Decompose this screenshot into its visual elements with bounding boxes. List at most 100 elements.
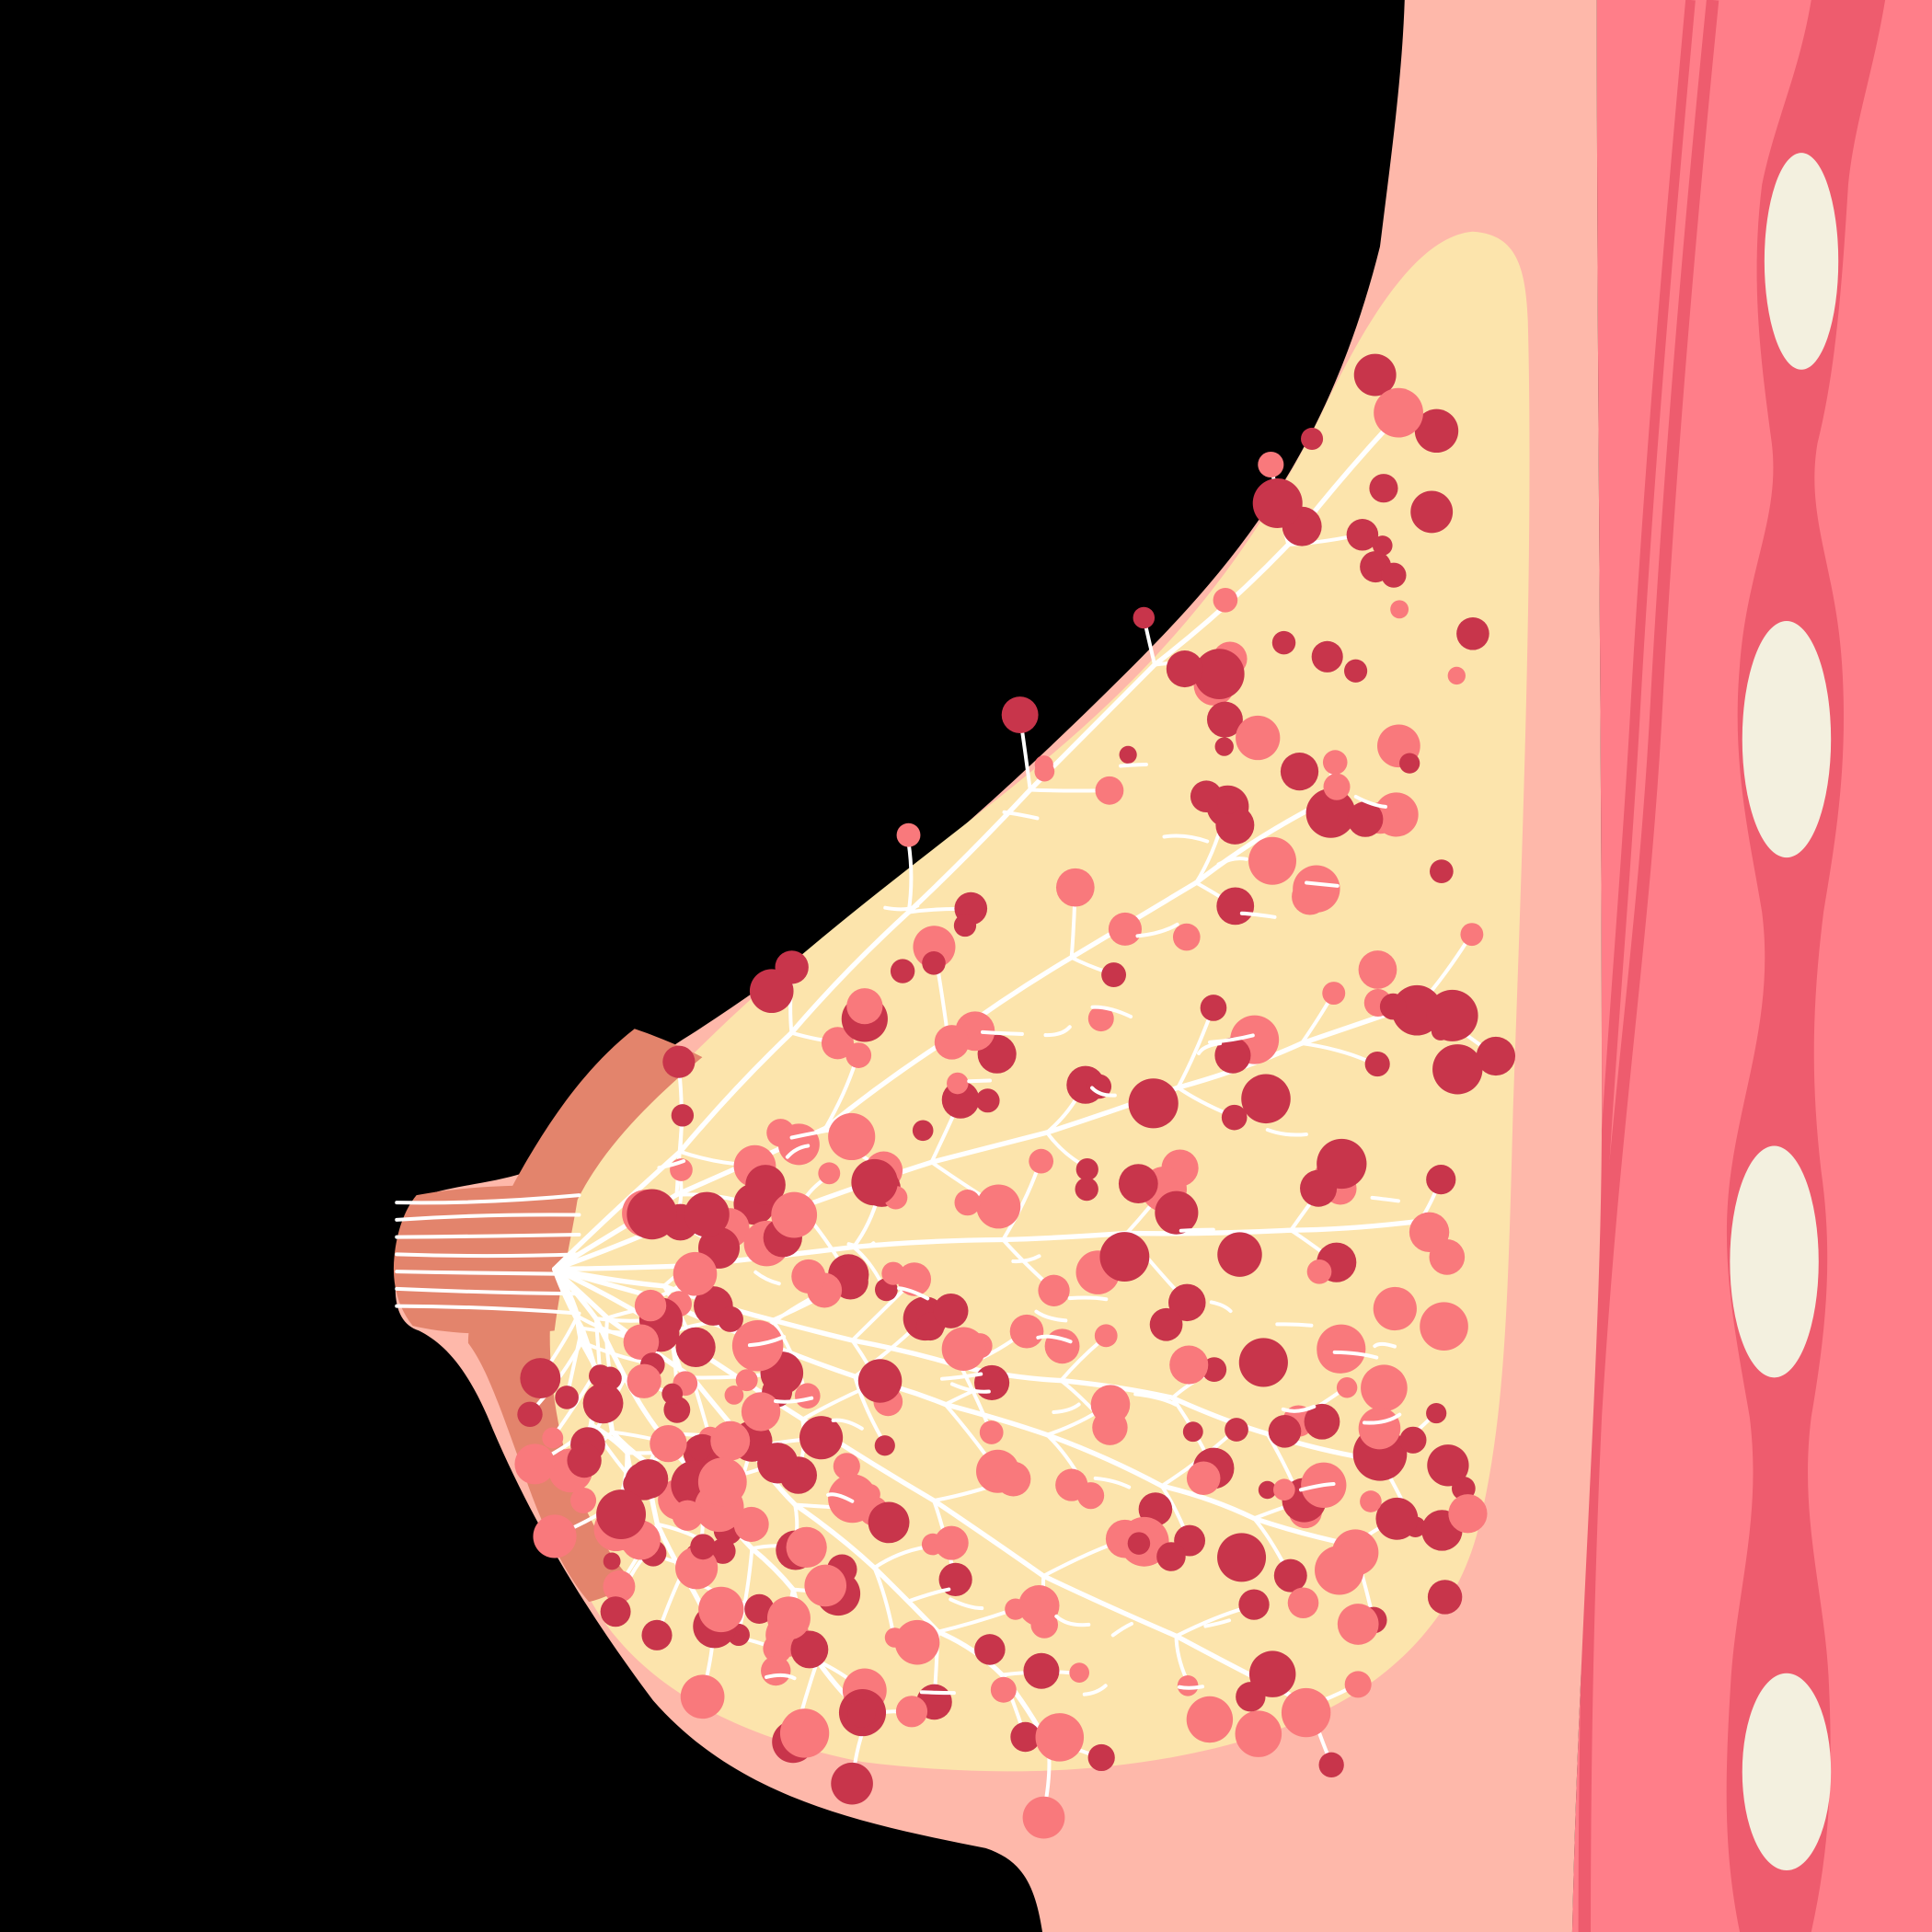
lobule xyxy=(1094,1324,1118,1348)
lobule xyxy=(1075,1177,1098,1202)
lobule xyxy=(1186,1461,1221,1496)
rib-4 xyxy=(1742,1673,1832,1871)
lobule xyxy=(1101,962,1127,988)
lobule xyxy=(1460,923,1484,947)
duct-twig xyxy=(657,1159,686,1170)
lobule xyxy=(833,1453,860,1480)
lobule xyxy=(1216,790,1241,814)
lobule xyxy=(641,1619,673,1650)
lobule xyxy=(857,1359,903,1403)
lobule xyxy=(627,1189,678,1240)
lobule xyxy=(786,1526,827,1569)
lobule xyxy=(745,1165,786,1205)
lobule xyxy=(1216,887,1255,926)
duct-segment xyxy=(593,1316,628,1380)
duct-twig xyxy=(919,1690,956,1696)
lobule xyxy=(1315,1546,1364,1595)
lobule xyxy=(555,1386,579,1409)
duct-twig xyxy=(1090,1086,1117,1098)
lobule xyxy=(662,1045,696,1078)
pectoral-muscle xyxy=(1571,0,1932,1932)
duct-twig xyxy=(1002,810,1040,821)
lobule xyxy=(794,1383,821,1409)
duct-branch xyxy=(674,1121,684,1197)
lobule xyxy=(881,1261,905,1285)
lobule xyxy=(680,1674,725,1719)
lobule xyxy=(1010,1721,1041,1753)
lobule xyxy=(1476,1036,1516,1076)
lobule xyxy=(1323,773,1351,800)
lobule xyxy=(974,1364,1010,1401)
lobule xyxy=(1238,1338,1288,1387)
lobule xyxy=(744,1593,775,1625)
lobule xyxy=(1427,1444,1469,1487)
lobule xyxy=(851,1158,898,1206)
duct-twig xyxy=(1110,1621,1133,1638)
lobule xyxy=(1344,1671,1372,1698)
duct-twig xyxy=(1090,1005,1133,1019)
lobule xyxy=(995,1461,1031,1497)
duct-twig xyxy=(1177,1685,1205,1690)
lobule xyxy=(1281,1687,1331,1738)
lobule xyxy=(1215,805,1255,845)
nipple-duct-lines xyxy=(395,1193,581,1316)
lobule xyxy=(1075,1157,1098,1181)
lobule xyxy=(634,1289,667,1322)
duct-twig xyxy=(905,1587,951,1604)
lobule xyxy=(596,1489,647,1540)
lobule xyxy=(1271,630,1296,655)
lobule xyxy=(1166,650,1203,688)
lobule xyxy=(1090,1385,1131,1424)
lobule xyxy=(771,1191,818,1238)
lobule xyxy=(1347,801,1384,837)
lobule xyxy=(735,1369,758,1392)
rib-3 xyxy=(1730,1145,1819,1378)
lobule xyxy=(761,1655,791,1686)
lobule xyxy=(1432,1044,1483,1095)
lobule xyxy=(1372,535,1393,556)
duct-twig xyxy=(846,1241,876,1248)
lobule xyxy=(673,1251,718,1296)
lobule xyxy=(1128,1078,1179,1129)
duct-branch xyxy=(823,1060,857,1131)
lobule xyxy=(1241,1074,1291,1124)
lobule xyxy=(623,1324,660,1361)
lobule xyxy=(766,1596,811,1640)
lobule xyxy=(846,988,883,1025)
duct-twig xyxy=(826,1492,855,1503)
duct-segment xyxy=(788,909,912,1036)
lobule xyxy=(1133,606,1156,629)
duct-branch xyxy=(1174,1634,1189,1681)
lobule xyxy=(628,1459,669,1500)
lobule xyxy=(1318,1752,1344,1777)
lobule xyxy=(1087,1074,1112,1099)
lobule xyxy=(1390,600,1409,619)
lobule xyxy=(868,1501,910,1544)
duct-twig xyxy=(1299,1481,1336,1492)
duct-twig xyxy=(1043,1025,1072,1038)
lobule xyxy=(1399,1426,1427,1454)
lobule xyxy=(661,1383,684,1405)
lobule xyxy=(1426,1402,1447,1424)
lobule xyxy=(1225,1418,1248,1442)
lobule xyxy=(672,1500,704,1531)
muscle-fiber-line-2 xyxy=(1589,0,1696,1381)
duct-twig xyxy=(1162,834,1210,844)
duct-twig xyxy=(1332,1350,1379,1360)
lobule xyxy=(896,822,921,847)
lobule xyxy=(1358,950,1397,989)
duct-segment xyxy=(749,1546,796,1593)
duct-twig xyxy=(765,1673,797,1681)
lobule xyxy=(1337,1604,1379,1645)
nipple-duct xyxy=(395,1304,581,1316)
lobule xyxy=(1305,788,1356,838)
lobule xyxy=(1346,519,1379,551)
lobule xyxy=(1426,1164,1456,1195)
lobule xyxy=(818,1162,841,1185)
lobule xyxy=(717,1305,743,1332)
duct-segment xyxy=(551,1263,692,1272)
lobule xyxy=(874,1435,895,1456)
duct-branch xyxy=(1028,788,1104,793)
duct-segment xyxy=(1159,1483,1257,1522)
lobule xyxy=(1258,1480,1277,1500)
